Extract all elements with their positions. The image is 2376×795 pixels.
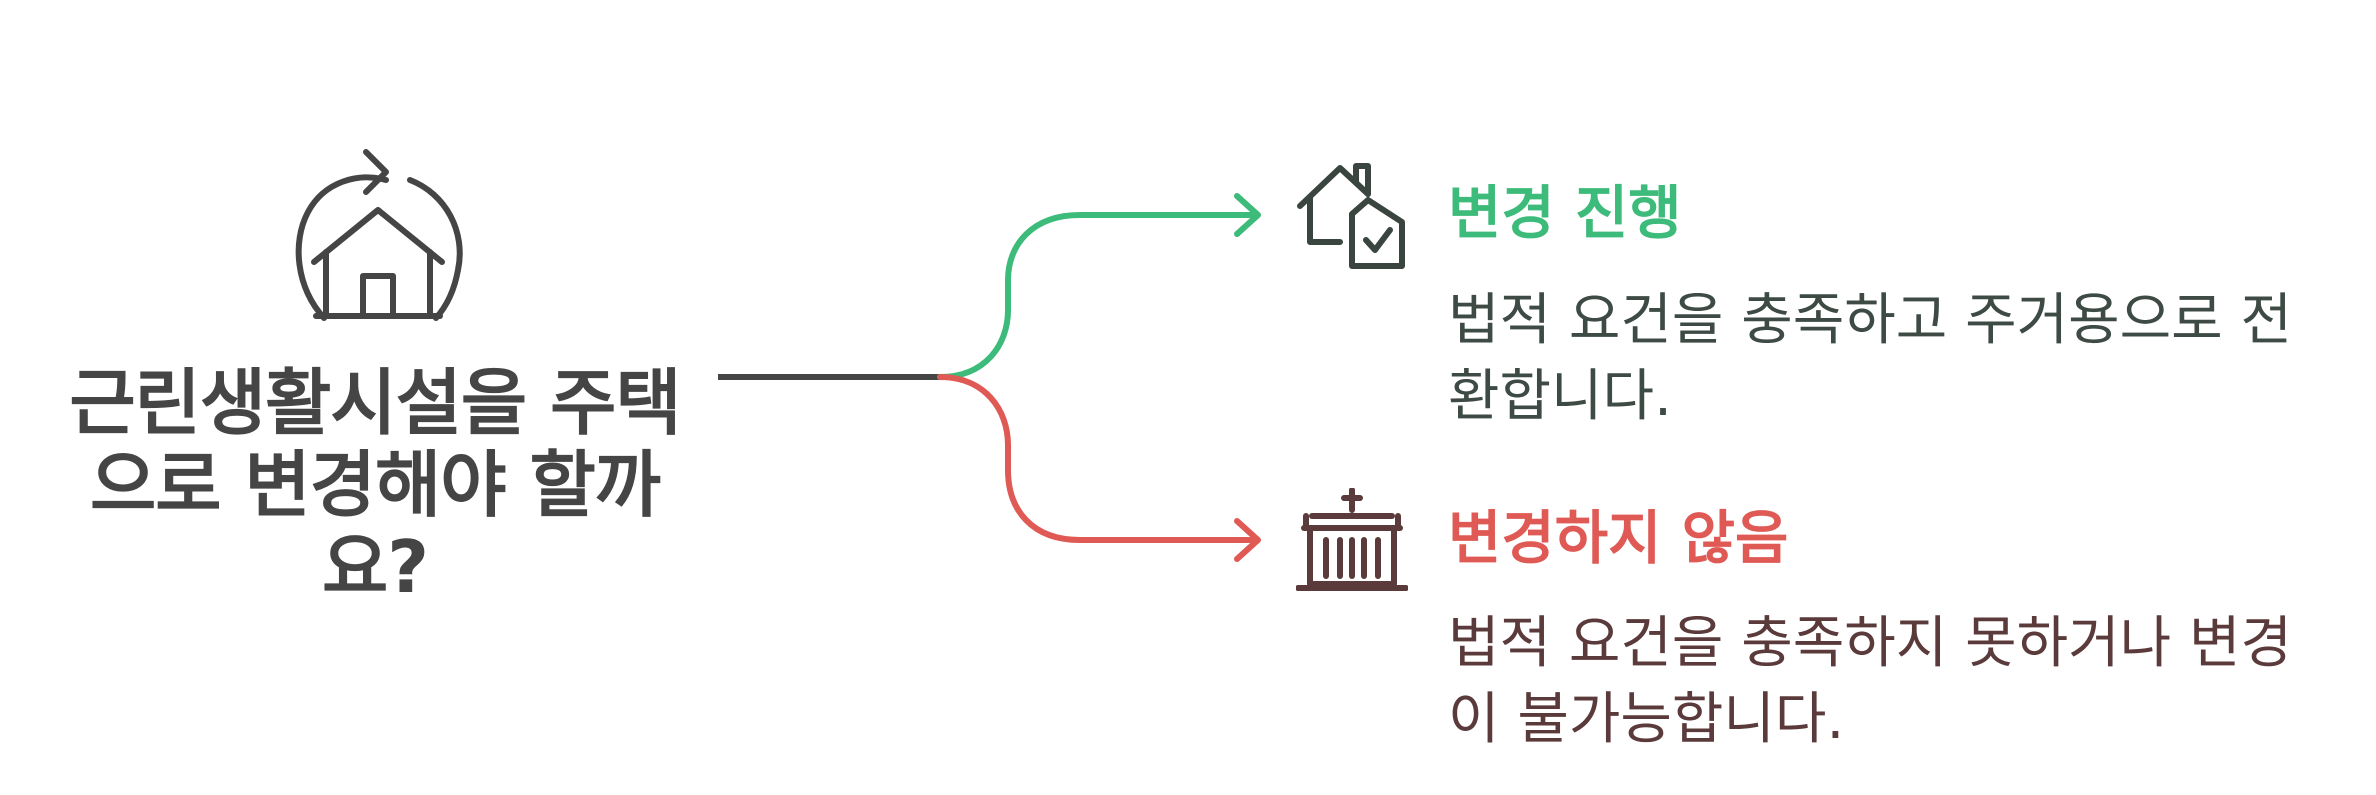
no-change-title: 변경하지 않음	[1448, 504, 1789, 572]
no-change-description: 법적 요건을 충족하지 못하거나 변경이 불가능합니다.	[1448, 611, 2293, 752]
proceed-description: 법적 요건을 충족하고 주거용으로 전환합니다.	[1448, 288, 2293, 429]
proceed-arrowhead	[1234, 193, 1261, 237]
decision-question: 근린생활시설을 주택으로 변경해야 할까요?	[69, 361, 681, 609]
house-cycle-icon	[295, 149, 463, 321]
government-building-icon	[1296, 488, 1408, 591]
no-change-arrowhead	[1234, 518, 1261, 562]
house-check-icon	[1297, 163, 1405, 269]
no-change-connector	[937, 374, 1258, 543]
proceed-title: 변경 진행	[1448, 179, 1682, 247]
proceed-connector	[937, 212, 1258, 380]
